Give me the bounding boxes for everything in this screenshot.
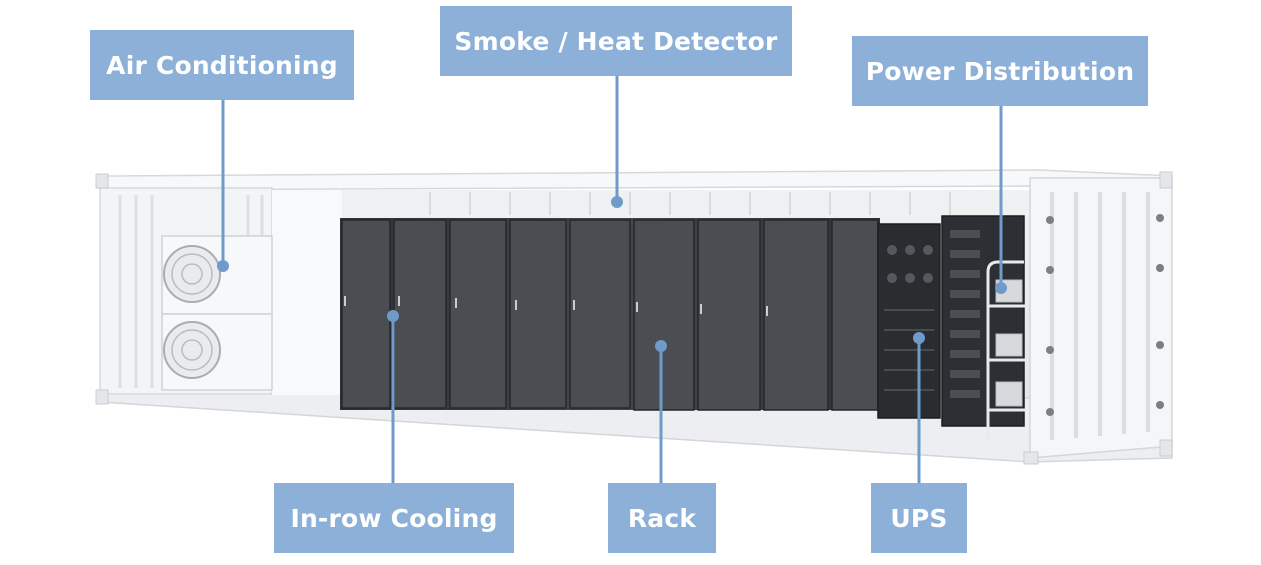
leader-dot-air-conditioning (217, 260, 229, 272)
label-ups: UPS (871, 483, 967, 553)
leader-dot-smoke-heat-detector (611, 196, 623, 208)
ups-cabinet (877, 223, 941, 419)
leader-dot-in-row-cooling (387, 310, 399, 322)
air-conditioning-units (161, 235, 273, 391)
leader-dot-power-distribution (995, 282, 1007, 294)
label-power-distribution: Power Distribution (852, 36, 1148, 106)
leader-dot-rack (655, 340, 667, 352)
rack-row (340, 218, 880, 411)
label-air-conditioning: Air Conditioning (90, 30, 354, 100)
leader-dot-ups (913, 332, 925, 344)
label-in-row-cooling: In-row Cooling (274, 483, 514, 553)
leader-lines (217, 76, 1007, 483)
label-rack: Rack (608, 483, 716, 553)
label-smoke-heat-detector: Smoke / Heat Detector (440, 6, 792, 76)
power-distribution-cabinet (941, 215, 1026, 440)
